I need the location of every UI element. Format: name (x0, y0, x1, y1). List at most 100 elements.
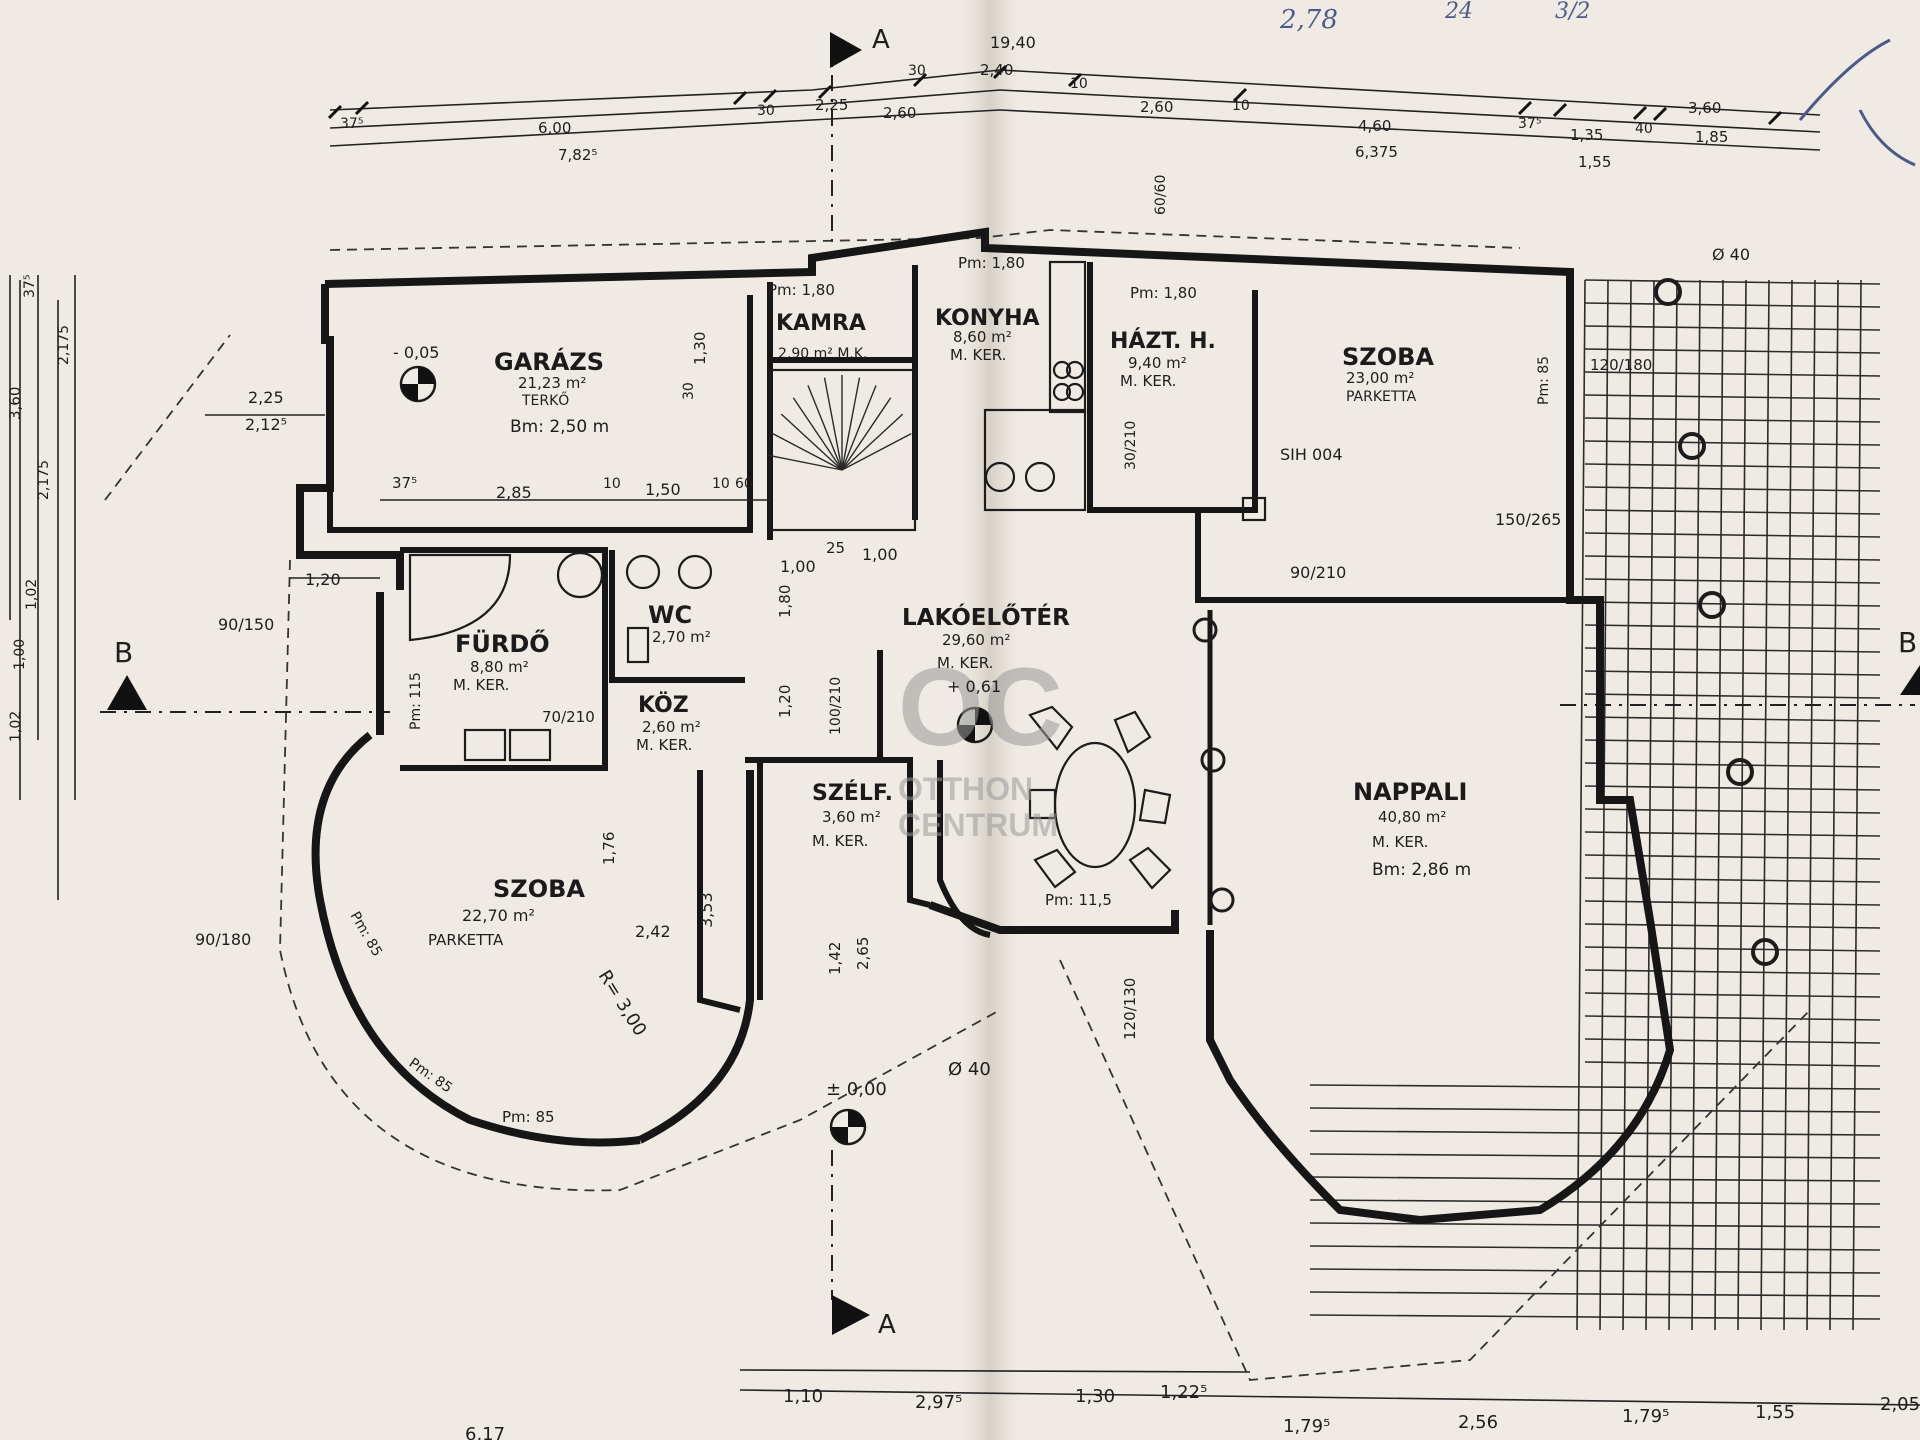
dim-t0: 37⁵ (340, 116, 363, 132)
dim-t7: 2,60 (1140, 98, 1173, 116)
living-floor: M. KER. (1372, 833, 1428, 851)
dim-i20: 30 (681, 382, 697, 400)
dim-l2: 3,60 (6, 387, 24, 420)
dim-i13: 1,20 (776, 685, 794, 718)
utility-floor: M. KER. (1120, 372, 1176, 390)
hall-name: LAKÓELŐTÉR (902, 603, 1070, 631)
hall-area: 29,60 m² (942, 631, 1010, 649)
dim-i3: 2,85 (496, 483, 532, 502)
hall-floor: M. KER. (937, 654, 993, 672)
bath-name: FÜRDŐ (455, 628, 550, 658)
section-arrow-a-top (830, 32, 862, 68)
dim-i12: 1,80 (776, 585, 794, 618)
kitchen-area: 8,60 m² (953, 328, 1012, 346)
opening-pm180a: Pm: 1,80 (768, 281, 835, 299)
dim-t3: 2,25 (815, 96, 848, 114)
handwritten-note-3: 3/2 (1555, 0, 1590, 24)
dim-bt5: 2,56 (1458, 1412, 1498, 1433)
section-arrow-a-bottom (832, 1295, 870, 1335)
exterior-walls (296, 227, 1675, 1225)
wc-area: 2,70 m² (652, 628, 711, 646)
opening-pm180b: Pm: 1,80 (958, 254, 1025, 272)
opening-90-210: 90/210 (1290, 563, 1346, 582)
dim-l1: 2,175 (56, 325, 72, 365)
column-diameter: Ø 40 (1712, 245, 1750, 264)
section-arrow-b-left (107, 675, 147, 710)
section-label-a-top: A (872, 25, 890, 55)
handwritten-note-2: 24 (1444, 0, 1473, 24)
dim-bt6: 1,79⁵ (1622, 1406, 1669, 1427)
dim-bt2: 1,30 (1075, 1386, 1115, 1407)
corridor-floor: M. KER. (636, 736, 692, 754)
entrance-level: ± 0,00 (826, 1079, 887, 1100)
dim-t14: 3,60 (1688, 99, 1721, 117)
opening-120-130: 120/130 (1121, 978, 1139, 1040)
dining-table (1028, 705, 1172, 890)
kitchen-name: KONYHA (935, 306, 1040, 331)
room-sw-area: 22,70 m² (462, 906, 535, 925)
section-arrow-b-right (1900, 665, 1920, 695)
dim-bt0: 1,10 (783, 1386, 823, 1407)
dim-t10: 37⁵ (1518, 116, 1541, 132)
opening-120-180: 120/180 (1590, 356, 1652, 374)
section-label-a-bottom: A (878, 1310, 896, 1340)
dim-l4: 1,02 (24, 579, 40, 610)
dim-t12: 40 (1635, 121, 1653, 137)
dim-i6: 10 (712, 476, 730, 492)
dims-left: 37⁵ 2,175 3,60 2,175 1,02 1,00 1,02 (6, 275, 72, 742)
room-ne-name: SZOBA (1342, 343, 1434, 371)
dim-total: 19,40 (990, 33, 1036, 52)
dim-t11: 1,35 (1570, 126, 1603, 144)
dim-i16: 3,53 (697, 892, 716, 928)
dim-i14: 1,76 (600, 832, 618, 865)
dim-i15: 2,42 (635, 922, 671, 941)
watermark-line2: CENTRUM (898, 807, 1058, 843)
dim-i10: 25 (826, 539, 845, 557)
dim-i0: 2,25 (248, 388, 284, 407)
garage-floor: TERKŐ (521, 391, 569, 409)
utility-name: HÁZT. H. (1110, 328, 1216, 354)
lobby-floor: M. KER. (812, 832, 868, 850)
watermark-line1: OTTHON (898, 771, 1033, 807)
fixtures (408, 260, 1267, 762)
room-ne-area: 23,00 m² (1346, 369, 1414, 387)
dim-i4: 10 (603, 476, 621, 492)
living-area: 40,80 m² (1378, 808, 1446, 826)
opening-150-265: 150/265 (1495, 510, 1561, 529)
garage-height: Bm: 2,50 m (510, 417, 609, 437)
columns (1192, 278, 1779, 966)
section-line-b (100, 704, 1915, 713)
dim-i7: 60 (735, 476, 753, 492)
pantry-name: KAMRA (776, 311, 866, 336)
dim-bt3: 1,22⁵ (1160, 1382, 1207, 1403)
dim-i17: 1,42 (826, 942, 844, 975)
level-marker-entrance (829, 1108, 867, 1146)
dim-t13: 1,85 (1695, 128, 1728, 146)
lobby-area: 3,60 m² (822, 808, 881, 826)
dim-i19: 1,30 (691, 332, 709, 365)
dim-i8: 1,20 (305, 570, 341, 589)
opening-90-150: 90/150 (218, 615, 274, 634)
level-marker-garage (399, 365, 437, 403)
opening-70-210: 70/210 (542, 708, 595, 726)
dim-bt9: 6,17 (465, 1424, 505, 1440)
hall-level: + 0,61 (947, 677, 1001, 696)
bath-area: 8,80 m² (470, 658, 529, 676)
lobby-name: SZÉLF. (812, 780, 893, 806)
utility-area: 9,40 m² (1128, 354, 1187, 372)
room-ne-floor: PARKETTA (1346, 389, 1417, 405)
dim-t1: 6,00 (538, 119, 571, 137)
dim-bt8: 2,05 (1880, 1394, 1920, 1415)
level-marker-hall (956, 706, 994, 744)
opening-pm85a: Pm: 85 (1536, 356, 1552, 405)
dim-b3: 1,55 (1578, 153, 1611, 171)
staircase (767, 368, 917, 532)
dim-bt7: 1,55 (1755, 1402, 1795, 1423)
opening-100-210: 100/210 (828, 677, 844, 735)
section-label-b-right: B (1898, 626, 1917, 659)
watermark-logo: OC (898, 646, 1063, 769)
dim-i18: 2,65 (854, 937, 872, 970)
opening-30-210: 30/210 (1123, 421, 1139, 470)
living-name: NAPPALI (1353, 778, 1467, 806)
pen-stroke (1798, 38, 1916, 167)
